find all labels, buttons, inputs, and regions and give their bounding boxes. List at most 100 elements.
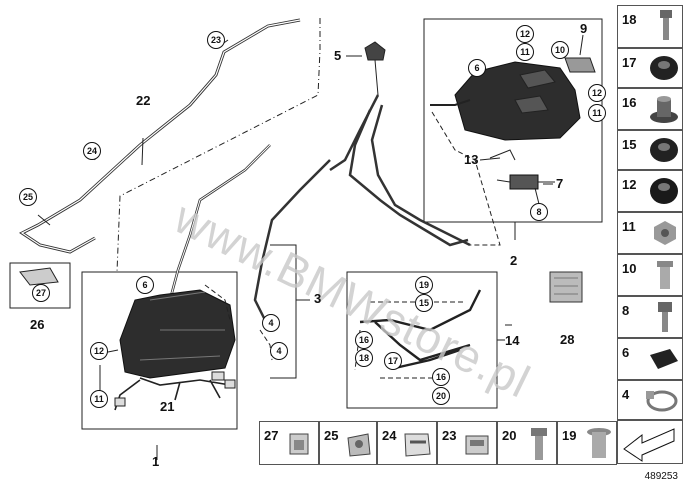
hose-3b	[348, 109, 469, 247]
circled-12-box2-top: 12	[516, 25, 534, 43]
bolt-icon	[660, 10, 672, 40]
tank-1	[119, 289, 236, 379]
clip-icon	[289, 433, 309, 455]
circled-24: 24	[83, 142, 101, 160]
side-part-6-number: 6	[622, 345, 630, 360]
side-part-15-number: 15	[622, 137, 637, 152]
hose-clamp-icon	[646, 390, 678, 412]
circled-27: 27	[32, 284, 50, 302]
bolt-icon	[531, 428, 547, 460]
side-part-10: 10	[617, 254, 683, 296]
box-part-1	[81, 271, 238, 430]
circled-11-box1: 11	[90, 390, 108, 408]
circled-18: 18	[355, 349, 373, 367]
circled-11-box2-top: 11	[516, 43, 534, 61]
circled-16-bottom: 16	[432, 368, 450, 386]
side-part-4-number: 4	[622, 387, 630, 402]
side-part-12: 12	[617, 170, 683, 212]
bottom-part-27-number: 27	[264, 428, 279, 443]
side-part-10-number: 10	[622, 261, 637, 276]
side-part-6: 6	[617, 338, 683, 380]
arrow-icon	[623, 428, 675, 462]
nut-icon	[654, 221, 676, 245]
bottom-part-24-number: 24	[382, 428, 397, 443]
circled-12-box2-right: 12	[588, 84, 606, 102]
bottom-part-25-number: 25	[324, 428, 339, 443]
harness-21	[114, 377, 231, 411]
callout-13: 13	[464, 152, 479, 167]
callout-14: 14	[505, 333, 520, 348]
circled-16-left: 16	[355, 331, 373, 349]
circled-25: 25	[19, 188, 37, 206]
callout-9: 9	[580, 21, 588, 36]
cap-5	[364, 41, 386, 61]
hose-3c	[370, 104, 471, 247]
bottom-part-19-number: 19	[562, 428, 577, 443]
callout-21: 21	[160, 399, 175, 414]
side-part-17-number: 17	[622, 55, 637, 70]
callout-26: 26	[30, 317, 45, 332]
circled-4-a: 4	[262, 314, 280, 332]
circled-17: 17	[384, 352, 402, 370]
callout-5: 5	[334, 48, 342, 63]
circled-8: 8	[530, 203, 548, 221]
hose-3d	[329, 94, 380, 172]
bottom-part-19: 19	[557, 421, 617, 465]
side-part-18-number: 18	[622, 12, 637, 27]
side-part-11-number: 11	[622, 219, 636, 234]
side-part-16: 16	[617, 88, 683, 130]
bottom-part-24: 24	[377, 421, 437, 465]
grommet-icon	[650, 178, 678, 204]
bracket-14	[359, 289, 482, 370]
callout-3: 3	[314, 291, 322, 306]
hose-22	[19, 18, 301, 254]
callout-28: 28	[560, 332, 575, 347]
bottom-part-23: 23	[437, 421, 497, 465]
callout-1: 1	[152, 454, 160, 469]
sleeve-icon	[587, 428, 611, 458]
bottom-part-20: 20	[497, 421, 557, 465]
circled-15: 15	[415, 294, 433, 312]
circled-4-b: 4	[270, 342, 288, 360]
circled-6-box1: 6	[136, 276, 154, 294]
circled-23: 23	[207, 31, 225, 49]
side-part-16-number: 16	[622, 95, 637, 110]
side-part-15: 15	[617, 130, 683, 170]
side-part-17: 17	[617, 48, 683, 88]
grommet-icon	[650, 56, 678, 80]
circled-10: 10	[551, 41, 569, 59]
image-number: 489253	[644, 471, 678, 482]
legend-arrow-cell	[617, 420, 683, 464]
box-part-26	[9, 262, 71, 309]
bottom-part-25: 25	[319, 421, 377, 465]
circled-11-box2-right: 11	[588, 104, 606, 122]
callout-22: 22	[136, 93, 151, 108]
bottom-part-27: 27	[259, 421, 319, 465]
clip-icon	[347, 433, 371, 457]
control-unit-28	[549, 271, 583, 303]
clip-icon	[465, 435, 489, 455]
grommet-icon	[650, 138, 678, 162]
callout-7: 7	[556, 176, 564, 191]
box-part-2	[423, 18, 603, 223]
bushing-icon	[650, 96, 678, 123]
side-part-8-number: 8	[622, 303, 630, 318]
circled-20: 20	[432, 387, 450, 405]
circled-19: 19	[415, 276, 433, 294]
rivet-nut-icon	[657, 261, 673, 289]
side-part-11: 11	[617, 212, 683, 254]
clip-icon	[404, 433, 431, 457]
circled-12-box1: 12	[90, 342, 108, 360]
bottom-part-20-number: 20	[502, 428, 517, 443]
bolt-icon	[658, 302, 672, 332]
bottom-part-23-number: 23	[442, 428, 457, 443]
side-part-18: 18	[617, 5, 683, 48]
hose-3a	[253, 159, 331, 331]
side-part-12-number: 12	[622, 177, 637, 192]
side-part-8: 8	[617, 296, 683, 338]
callout-2: 2	[510, 253, 518, 268]
circled-6-box2: 6	[468, 59, 486, 77]
pad-icon	[650, 349, 678, 369]
